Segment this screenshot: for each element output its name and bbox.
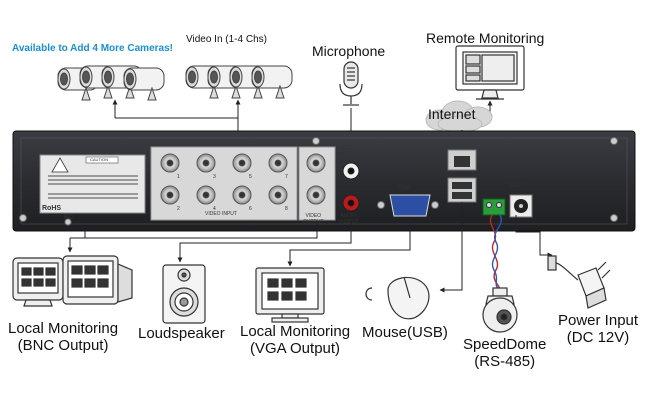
remote-monitor-icon: [455, 45, 525, 100]
port-number: 3: [213, 174, 216, 180]
bnc-connector: [306, 185, 326, 205]
warning-icon: [51, 157, 69, 173]
port-number: 2: [177, 206, 180, 212]
speeddome-icon: [482, 287, 518, 333]
port-number: 6: [249, 206, 252, 212]
audio-input-label: AUDIO INPUT: [336, 145, 352, 157]
video-in-label: Video In (1-4 Chs): [186, 34, 267, 45]
vga-label: VGA: [398, 185, 411, 191]
port-number: 8: [285, 206, 288, 212]
bnc-connectors: [160, 153, 326, 205]
dvr-rear-panel: [12, 130, 636, 232]
power-input-label-line: (DC 12V): [566, 329, 630, 346]
promo-text: Available to Add 4 More Cameras!: [12, 43, 173, 54]
rca-audio-input: [342, 162, 360, 180]
bnc-connector: [268, 185, 288, 205]
caution-text: CAUTION: [90, 157, 108, 162]
port-number: 7: [285, 174, 288, 180]
video-output-label-line: OUTPUT: [303, 219, 324, 225]
bnc-connector: [232, 185, 252, 205]
microphone-icon: [339, 61, 363, 106]
speeddome-label: SpeedDome (RS-485): [463, 336, 546, 370]
speeddome-label-line: SpeedDome: [463, 336, 547, 353]
internet-label: Internet: [428, 106, 476, 122]
speeddome-label-line: (RS-485): [474, 353, 536, 370]
loudspeaker-icon: [162, 264, 206, 324]
internet-cloud-icon: [425, 100, 493, 133]
lan-port: [447, 149, 477, 171]
bnc-connector: [306, 153, 326, 173]
crt-monitor-icon: [12, 257, 64, 307]
arrow-vga-monitor: [287, 217, 411, 267]
audio-output-label-line: AUDIO: [340, 213, 357, 219]
bnc-connector: [268, 153, 288, 173]
video-output-label-line: VIDEO: [305, 213, 322, 219]
remote-monitoring-label: Remote Monitoring: [426, 30, 545, 46]
local-bnc-label-line: (BNC Output): [17, 337, 109, 354]
rohs-label: RoHS: [42, 205, 62, 212]
video-input-label: VIDEO INPUT: [205, 211, 237, 217]
local-bnc-label: Local Monitoring (BNC Output): [8, 320, 118, 354]
crt-monitor-icon: [62, 255, 133, 305]
bnc-connector: [196, 153, 216, 173]
port-number: 1: [177, 174, 180, 180]
port-number: 5: [249, 174, 252, 180]
dc-power-jack: [509, 194, 533, 218]
bnc-connector: [160, 185, 180, 205]
power-input-label-line: Power Input: [558, 312, 639, 329]
audio-output-label: AUDIO OUTPUT: [338, 213, 359, 225]
power-adapter-icon: [547, 255, 611, 309]
microphone-label: Microphone: [312, 43, 386, 59]
arrow-loudspeaker: [177, 213, 352, 263]
audio-input-label-line: INPUT: [336, 151, 352, 157]
rca-audio-output: [342, 194, 360, 212]
port-number: 4: [213, 206, 216, 212]
local-bnc-label-line: Local Monitoring: [8, 320, 119, 337]
audio-output-label-line: OUTPUT: [338, 219, 359, 225]
arrow-mouse: [439, 202, 463, 293]
power-input-label: Power Input (DC 12V): [558, 312, 638, 346]
usb-ports: [447, 177, 477, 203]
power-label: 12V: [510, 183, 521, 189]
audio-input-label-line: AUDIO: [336, 145, 352, 151]
vga-port: [377, 194, 439, 217]
mouse-icon: [365, 276, 430, 320]
arrow-power: [515, 215, 553, 258]
camera-group-expansion: [57, 65, 165, 101]
vga-monitor-icon: [255, 267, 325, 323]
bnc-connector: [232, 153, 252, 173]
local-vga-label: Local Monitoring (VGA Output): [240, 323, 350, 357]
fc-label: FC: [64, 214, 74, 221]
bnc-connector: [196, 185, 216, 205]
mouse-label: Mouse(USB): [362, 324, 448, 341]
local-vga-label-line: Local Monitoring: [240, 323, 351, 340]
loudspeaker-label: Loudspeaker: [138, 325, 225, 342]
video-output-label: VIDEO OUTPUT: [303, 213, 324, 225]
lan-label: LAN: [428, 168, 440, 174]
bnc-connector: [160, 153, 180, 173]
rs485-terminal: [482, 198, 506, 216]
camera-group-video-in: [185, 65, 293, 99]
local-vga-label-line: (VGA Output): [250, 340, 341, 357]
